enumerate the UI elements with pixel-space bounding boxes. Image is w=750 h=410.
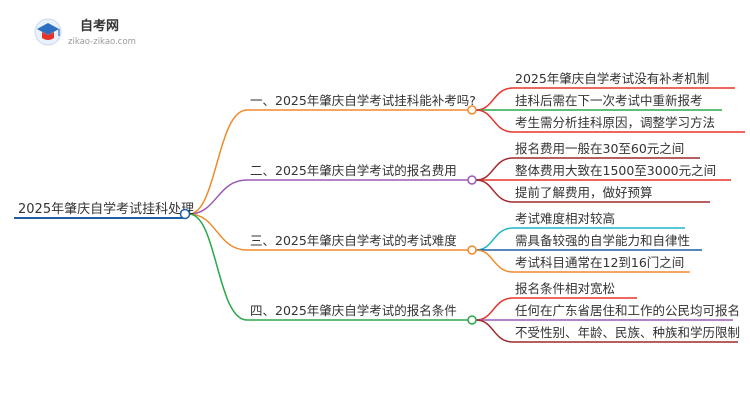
root-branch-connector — [188, 213, 248, 321]
leaf-topic-label: 考试难度相对较高 — [515, 211, 615, 226]
branch-child-connector — [475, 249, 514, 273]
leaf-topic-label: 不受性别、年龄、民族、种族和学历限制 — [515, 325, 740, 340]
branch-topic-node[interactable] — [467, 315, 477, 325]
branch-child-connector — [475, 109, 514, 133]
branch-topic-label: 三、2025年肇庆自学考试的考试难度 — [250, 233, 457, 248]
leaf-topic-label: 整体费用大致在1500至3000元之间 — [515, 163, 716, 178]
branch-child-connector — [475, 319, 514, 343]
leaf-topic-label: 挂科后需在下一次考试中重新报考 — [515, 93, 703, 108]
root-branch-connector — [188, 179, 248, 215]
logo-name: 自考网 — [80, 18, 119, 34]
leaf-topic-label: 报名条件相对宽松 — [515, 281, 615, 296]
leaf-topic-label: 2025年肇庆自学考试没有补考机制 — [515, 71, 709, 86]
connector-layer — [188, 87, 745, 343]
branch-child-connector — [475, 227, 514, 251]
root-topic-label: 2025年肇庆自学考试挂科处理 — [18, 201, 194, 217]
branch-child-connector — [475, 157, 514, 181]
root-topic-node[interactable] — [179, 208, 191, 220]
leaf-topic-label: 提前了解费用，做好预算 — [515, 185, 653, 200]
branch-child-connector — [475, 87, 514, 111]
branch-topic-node[interactable] — [467, 245, 477, 255]
branch-topic-label: 一、2025年肇庆自学考试挂科能补考吗? — [250, 93, 476, 108]
logo: 自考网 zikao-zikao.com — [30, 14, 140, 50]
graduation-cap-icon — [34, 18, 62, 46]
branch-topic-label: 四、2025年肇庆自学考试的报名条件 — [250, 303, 457, 318]
leaf-topic-label: 任何在广东省居住和工作的公民均可报名 — [515, 303, 740, 318]
root-branch-connector — [188, 109, 248, 215]
root-branch-connector — [188, 213, 248, 251]
leaf-topic-label: 考试科目通常在12到16门之间 — [515, 255, 684, 270]
leaf-topic-label: 考生需分析挂科原因，调整学习方法 — [515, 115, 715, 130]
branch-topic-label: 二、2025年肇庆自学考试的报名费用 — [250, 163, 457, 178]
node-layer: 2025年肇庆自学考试挂科处理 一、2025年肇庆自学考试挂科能补考吗? 2025… — [14, 71, 740, 340]
branch-topic-node[interactable] — [467, 175, 477, 185]
branch-child-connector — [475, 179, 514, 203]
logo-svg: 自考网 zikao-zikao.com — [34, 18, 136, 47]
leaf-topic-label: 需具备较强的自学能力和自律性 — [515, 233, 690, 248]
branch-topic-node[interactable] — [467, 105, 477, 115]
logo-domain: zikao-zikao.com — [68, 37, 136, 47]
branch-child-connector — [475, 297, 514, 321]
leaf-topic-label: 报名费用一般在30至60元之间 — [515, 141, 684, 156]
